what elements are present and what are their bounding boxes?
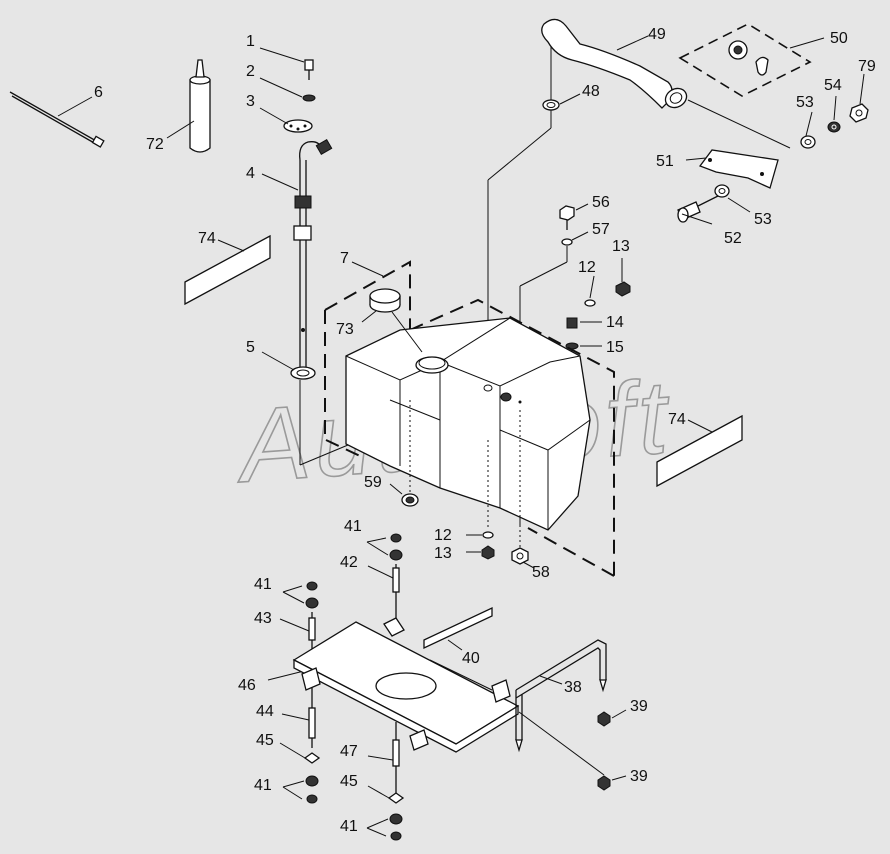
callout-39-a: 39 xyxy=(630,698,648,715)
callout-41-a: 41 xyxy=(344,518,362,535)
tank-bottom-hardware xyxy=(389,483,535,569)
callout-2: 2 xyxy=(246,63,255,80)
callout-43: 43 xyxy=(254,610,272,627)
callout-57: 57 xyxy=(592,221,610,238)
callout-48: 48 xyxy=(582,83,600,100)
fuel-tank-part xyxy=(324,260,615,577)
callout-50: 50 xyxy=(830,30,848,47)
callout-58: 58 xyxy=(532,564,550,581)
callout-72: 72 xyxy=(146,136,164,153)
callout-5: 5 xyxy=(246,339,255,356)
label-plate-right xyxy=(656,414,743,488)
callout-15: 15 xyxy=(606,339,624,356)
label-plate-left xyxy=(184,234,271,306)
callout-6: 6 xyxy=(94,84,103,101)
callout-59: 59 xyxy=(364,474,382,491)
callout-4: 4 xyxy=(246,165,255,182)
callout-13-top: 13 xyxy=(612,238,630,255)
callout-47: 47 xyxy=(340,743,358,760)
mounting-studs-left xyxy=(267,581,321,804)
callout-74-right: 74 xyxy=(668,411,686,428)
callout-3: 3 xyxy=(246,93,255,110)
callout-13-bottom: 13 xyxy=(434,545,452,562)
tank-cap-part xyxy=(361,288,423,353)
sealant-tube-part xyxy=(166,59,211,153)
fuel-sender-assembly xyxy=(259,47,361,466)
callout-39-b: 39 xyxy=(630,768,648,785)
callout-45-left: 45 xyxy=(256,732,274,749)
callout-7: 7 xyxy=(340,250,349,267)
hold-down-strap-part xyxy=(515,639,627,791)
callout-79: 79 xyxy=(858,58,876,75)
callout-12-top: 12 xyxy=(578,259,596,276)
callout-41-d: 41 xyxy=(340,818,358,835)
callout-45-right: 45 xyxy=(340,773,358,790)
callout-56: 56 xyxy=(592,194,610,211)
callout-51: 51 xyxy=(656,153,674,170)
callout-46: 46 xyxy=(238,677,256,694)
bracket-hardware-group xyxy=(677,73,869,225)
callout-41-c: 41 xyxy=(254,777,272,794)
callout-73: 73 xyxy=(336,321,354,338)
callout-12-bottom: 12 xyxy=(434,527,452,544)
callout-1: 1 xyxy=(246,33,255,50)
callout-38: 38 xyxy=(564,679,582,696)
callout-14: 14 xyxy=(606,314,624,331)
callout-42: 42 xyxy=(340,554,358,571)
callout-74-left: 74 xyxy=(198,230,216,247)
callout-labels: 1 2 3 4 5 6 7 72 74 73 49 50 48 79 54 53… xyxy=(94,26,876,835)
callout-44: 44 xyxy=(256,703,274,720)
fuel-cap-part xyxy=(678,23,825,97)
tank-tray-part xyxy=(292,606,520,753)
callout-49: 49 xyxy=(648,26,666,43)
cable-tie-part xyxy=(9,91,105,148)
mounting-studs-right xyxy=(366,533,405,841)
callout-54: 54 xyxy=(824,77,842,94)
callout-41-b: 41 xyxy=(254,576,272,593)
callout-52: 52 xyxy=(724,230,742,247)
callout-53-top: 53 xyxy=(796,94,814,111)
callout-40: 40 xyxy=(462,650,480,667)
filler-hose-part xyxy=(487,18,791,388)
callout-53-bottom: 53 xyxy=(754,211,772,228)
